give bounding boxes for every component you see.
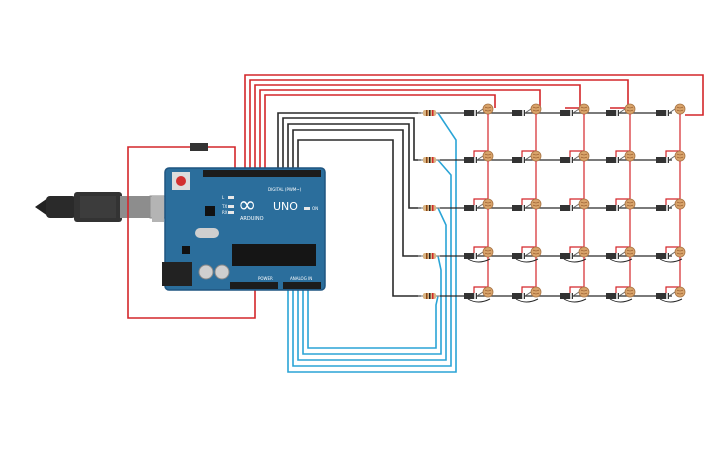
diode[interactable]	[512, 205, 525, 211]
arduino-board: ∞ ARDUINO UNO DIGITAL (PWM~) POWER ANALO…	[152, 167, 326, 291]
column-link-wire	[615, 257, 631, 293]
blue-wires	[287, 112, 457, 373]
return-wire	[467, 258, 491, 263]
column-link-wire	[615, 161, 631, 205]
diode[interactable]	[656, 157, 669, 163]
return-wire	[467, 298, 491, 303]
column-link-wire	[569, 257, 585, 293]
column-link-wire	[665, 114, 681, 157]
photoresistor[interactable]	[668, 150, 686, 162]
diode[interactable]	[560, 205, 573, 211]
diode[interactable]	[512, 253, 525, 259]
resistor-column	[418, 110, 440, 299]
photoresistor[interactable]	[668, 246, 686, 258]
diode[interactable]	[656, 253, 669, 259]
return-wire	[659, 258, 683, 263]
digital-header[interactable]	[203, 170, 321, 177]
diode[interactable]	[656, 293, 669, 299]
diode[interactable]	[512, 157, 525, 163]
return-wire	[609, 298, 633, 303]
sensor-matrix	[440, 103, 686, 303]
return-wire	[659, 298, 683, 303]
photoresistor[interactable]	[572, 286, 590, 298]
diode[interactable]	[560, 157, 573, 163]
diode[interactable]	[464, 110, 477, 116]
photoresistor[interactable]	[618, 246, 636, 258]
resistor[interactable]	[418, 157, 440, 163]
column-link-wire	[473, 114, 489, 157]
diode[interactable]	[464, 157, 477, 163]
column-link-wire	[665, 257, 681, 293]
photoresistor[interactable]	[618, 286, 636, 298]
resistor[interactable]	[418, 110, 440, 116]
return-wire	[609, 258, 633, 263]
photoresistor[interactable]	[476, 286, 494, 298]
column-link-wire	[569, 161, 585, 205]
column-link-wire	[521, 209, 537, 253]
column-link-wire	[473, 257, 489, 293]
photoresistor[interactable]	[524, 198, 542, 210]
column-link-wire	[569, 114, 585, 157]
arduino-logo: ∞	[238, 193, 256, 218]
diode[interactable]	[512, 110, 525, 116]
diode[interactable]	[464, 205, 477, 211]
power-label: POWER	[258, 276, 273, 281]
resistor[interactable]	[418, 253, 440, 259]
diode[interactable]	[464, 293, 477, 299]
column-link-wire	[615, 114, 631, 157]
digital-label: DIGITAL (PWM~)	[268, 187, 302, 192]
column-link-wire	[665, 209, 681, 253]
atmega-chip	[232, 244, 316, 266]
diode[interactable]	[560, 110, 573, 116]
resistor[interactable]	[418, 293, 440, 299]
model-label: UNO	[273, 200, 298, 213]
resistor[interactable]	[418, 205, 440, 211]
column-link-wire	[665, 161, 681, 205]
power-loop-wire	[127, 146, 256, 319]
photoresistor[interactable]	[476, 103, 494, 115]
black-wires	[277, 112, 421, 297]
column-link-wire	[521, 114, 537, 157]
column-link-wire	[473, 161, 489, 205]
rx-label: RX	[222, 210, 228, 215]
power-jack	[162, 262, 192, 286]
diode[interactable]	[606, 110, 619, 116]
column-link-wire	[473, 209, 489, 253]
l-label: L	[222, 195, 225, 200]
photoresistor[interactable]	[476, 246, 494, 258]
red-wires	[244, 74, 704, 172]
analog-label: ANALOG IN	[290, 276, 312, 281]
diode[interactable]	[606, 293, 619, 299]
analog-header[interactable]	[283, 282, 321, 289]
photoresistor[interactable]	[524, 286, 542, 298]
on-label: ON	[312, 206, 318, 211]
column-link-wire	[569, 209, 585, 253]
column-link-wire	[615, 209, 631, 253]
diode[interactable]	[606, 253, 619, 259]
column-link-wire	[521, 161, 537, 205]
diode[interactable]	[560, 253, 573, 259]
photoresistor[interactable]	[572, 150, 590, 162]
return-wire	[563, 298, 587, 303]
diode[interactable]	[656, 205, 669, 211]
diode[interactable]	[606, 205, 619, 211]
power-header[interactable]	[230, 282, 278, 289]
photoresistor[interactable]	[476, 198, 494, 210]
push-button[interactable]	[190, 143, 208, 151]
return-wire	[515, 258, 539, 263]
column-link-wire	[521, 257, 537, 293]
return-wire	[515, 298, 539, 303]
tx-label: TX	[221, 204, 227, 209]
photoresistor[interactable]	[618, 198, 636, 210]
diode[interactable]	[606, 157, 619, 163]
diode[interactable]	[656, 110, 669, 116]
brand-label: ARDUINO	[240, 216, 264, 222]
diode[interactable]	[560, 293, 573, 299]
photoresistor[interactable]	[668, 286, 686, 298]
return-wire	[563, 258, 587, 263]
diode[interactable]	[512, 293, 525, 299]
photoresistor[interactable]	[524, 150, 542, 162]
diode[interactable]	[464, 253, 477, 259]
